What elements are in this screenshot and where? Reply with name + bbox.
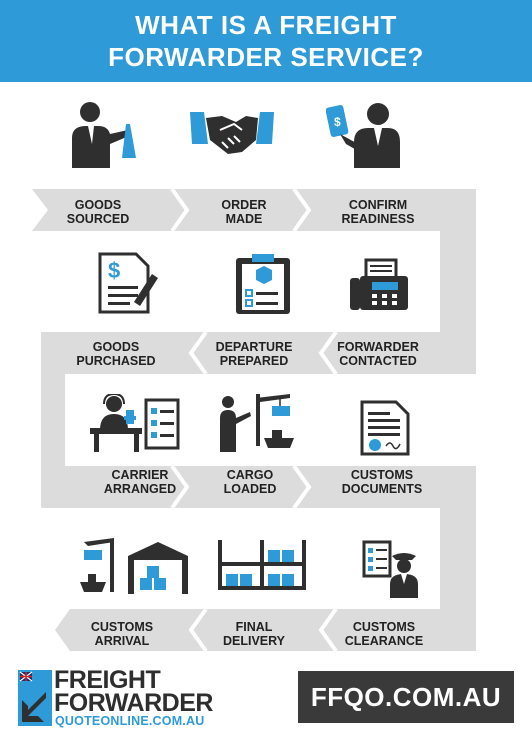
path-arrow-8 bbox=[166, 466, 312, 508]
path-arrow-5 bbox=[188, 332, 342, 374]
fax-machine-icon bbox=[350, 258, 408, 310]
brand-forwarder: FORWARDER bbox=[54, 689, 213, 717]
freight-forwarder-logo-icon bbox=[18, 670, 52, 726]
header-banner: WHAT IS A FREIGHT FORWARDER SERVICE? bbox=[0, 0, 532, 82]
customs-officer-icon bbox=[362, 540, 418, 598]
port-warehouse-icon bbox=[80, 538, 188, 594]
path-arrow-2 bbox=[166, 189, 312, 231]
path-arrow-6 bbox=[41, 332, 212, 374]
businessman-pointing-icon bbox=[72, 102, 136, 168]
brand-freight: FREIGHT bbox=[54, 666, 161, 694]
path-arrow-1 bbox=[32, 189, 190, 231]
handshake-icon bbox=[190, 112, 274, 154]
operator-desk-icon bbox=[90, 394, 180, 452]
page-title-line2: FORWARDER SERVICE? bbox=[108, 42, 424, 72]
businessman-phone-icon: $ bbox=[326, 103, 400, 168]
warehouse-shelves-icon bbox=[218, 540, 306, 590]
svg-text:$: $ bbox=[108, 258, 120, 283]
path-arrow-9 bbox=[288, 466, 455, 508]
invoice-pen-icon: $ bbox=[98, 252, 158, 314]
crane-ship-icon bbox=[220, 394, 294, 452]
clipboard-checklist-icon bbox=[236, 254, 290, 314]
path-arrow-12 bbox=[55, 609, 212, 651]
path-arrow-7 bbox=[41, 466, 190, 508]
path-arrow-11 bbox=[188, 609, 342, 651]
svg-text:$: $ bbox=[334, 115, 341, 129]
path-arrow-3 bbox=[288, 189, 455, 231]
brand-subtitle: QUOTEONLINE.COM.AU bbox=[55, 714, 205, 728]
path-arrow-10 bbox=[318, 609, 476, 651]
page-title-line1: WHAT IS A FREIGHT bbox=[135, 10, 397, 40]
path-arrow-4 bbox=[318, 332, 476, 374]
certificate-document-icon bbox=[360, 400, 410, 456]
website-link[interactable]: FFQO.COM.AU bbox=[298, 671, 514, 723]
